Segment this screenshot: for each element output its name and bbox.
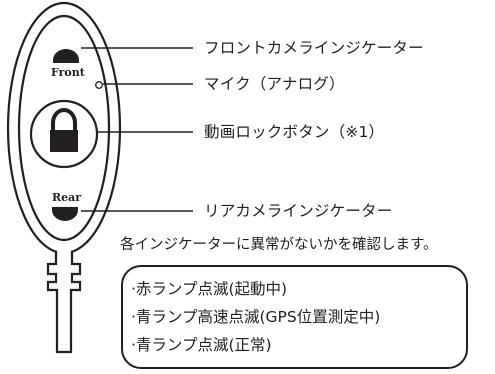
status-item-red-blinking: ·赤ランプ点滅(起動中) — [131, 280, 288, 298]
rear-label: Rear — [52, 191, 82, 204]
status-item-blue-blinking: ·青ランプ点滅(正常) — [131, 336, 272, 354]
lock-button-callout: 動画ロックボタン（※1） — [204, 123, 385, 141]
status-item-blue-fast-blinking: ·青ランプ高速点滅(GPS位置測定中) — [131, 308, 381, 326]
indicator-check-note: 各インジケーターに異常がないかを確認します。 — [120, 237, 438, 253]
microphone-hole-icon — [95, 81, 103, 89]
remote-strap — [46, 251, 82, 354]
padlock-shackle — [51, 108, 77, 132]
front-label: Front — [51, 66, 85, 79]
front-indicator-callout: フロントカメラインジケーター — [204, 39, 424, 57]
status-legend-box: ·赤ランプ点滅(起動中) ·青ランプ高速点滅(GPS位置測定中) ·青ランプ点滅… — [121, 265, 468, 369]
rear-indicator-callout: リアカメラインジケーター — [204, 202, 393, 220]
rear-indicator-icon — [52, 207, 78, 221]
microphone-callout: マイク（アナログ） — [204, 75, 345, 93]
front-indicator-icon — [53, 49, 79, 63]
padlock-icon — [50, 130, 78, 152]
